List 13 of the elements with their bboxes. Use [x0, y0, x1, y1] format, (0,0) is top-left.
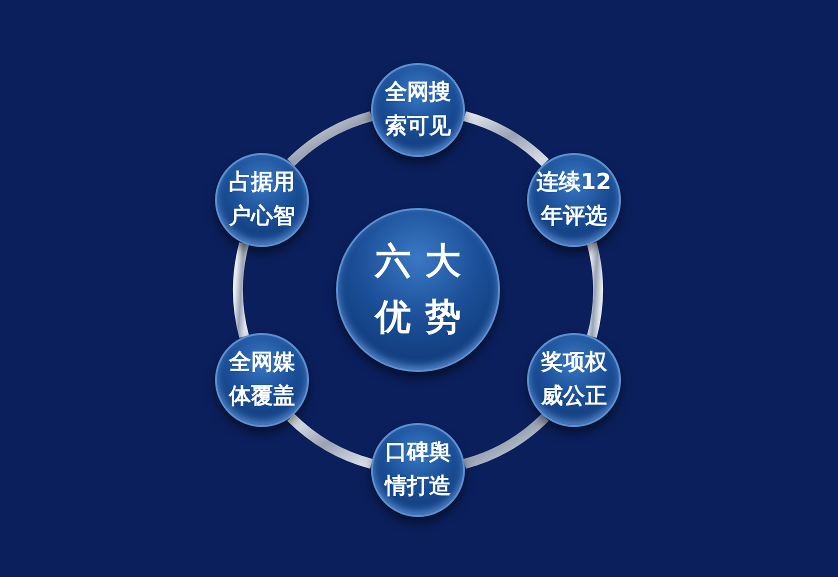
node-label: 口碑舆情打造	[383, 438, 452, 501]
ring-segment	[287, 111, 373, 166]
title-text: 六大优势	[373, 240, 476, 340]
node-label: 连续12年评选	[536, 168, 612, 231]
node-label: 全网媒体覆盖	[228, 348, 296, 411]
node-label: 占据用户心智	[228, 168, 296, 231]
ring-segment	[463, 111, 549, 166]
ring-segment	[463, 414, 549, 469]
node-label: 奖项权威公正	[540, 348, 608, 411]
ring-segment	[233, 242, 250, 338]
node-label: 全网搜索可见	[384, 78, 452, 141]
ring-segment	[287, 414, 373, 469]
ring-segment	[586, 242, 603, 338]
